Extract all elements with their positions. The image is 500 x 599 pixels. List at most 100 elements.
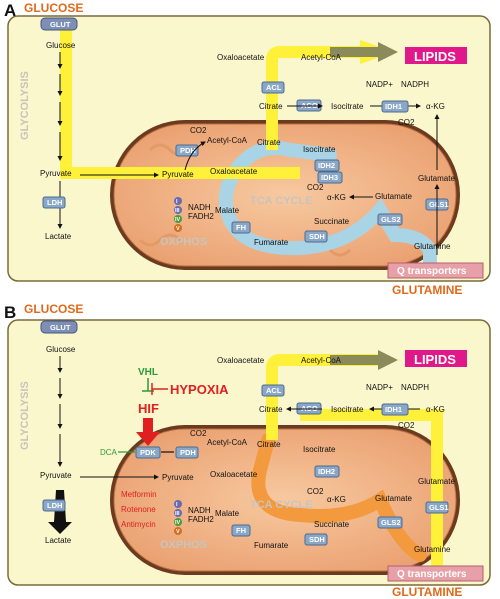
panel-letter: A [4,1,16,20]
reductive-flow [251,433,427,562]
sdh-label: SDH [309,535,325,544]
gls1-label: GLS1 [429,503,449,512]
oxaloacetate-cyto: Oxaloacetate [217,53,265,62]
complex-3 [174,509,182,517]
gls1-label: GLS1 [429,200,449,209]
idh1-label: IDH1 [385,405,402,414]
complex-1 [174,197,182,205]
idh2-label: IDH2 [318,467,335,476]
glutamine-mito: Glutamine [414,545,451,554]
pdh-label: PDH [180,146,196,155]
sdh-enzyme [304,533,328,546]
ldh-label: LDH [47,198,62,207]
acetyl-coa-mito: Acetyl-CoA [207,438,248,447]
hif-arrow [136,418,160,446]
acl-label: ACL [266,83,282,92]
glutamine-yellow-flow [300,409,443,570]
ldh-enzyme [42,196,66,209]
glutamine-ext: GLUTAMINE [392,283,462,297]
sdh-label: SDH [309,232,325,241]
isocitrate-cyto: Isocitrate [331,405,364,414]
glutamate-cyto: Glutamate [418,477,455,486]
glucose-label: GLUCOSE [24,302,83,316]
co2-idh2: CO2 [307,487,324,496]
isocitrate-cyto: Isocitrate [331,102,364,111]
fadh2: FADH2 [188,212,214,221]
pdk-label: PDK [140,448,156,457]
panel-b: B GLUCOSE GLUT Glucose GLYCOLYSIS Pyruva… [4,302,491,599]
metformin: Metformin [121,490,157,499]
q-transporters-label: Q transporters [397,569,467,580]
citrate-cyto: Citrate [259,102,283,111]
idh1-enzyme [381,100,409,113]
pdh-enzyme [175,446,199,459]
glutamate-mito: Glutamate [375,192,412,201]
hif: HIF [138,401,159,416]
glut-label: GLUT [50,20,71,29]
glutamate-mito: Glutamate [375,494,412,503]
rotenone: Rotenone [121,505,156,514]
lactate: Lactate [45,232,72,241]
glut-transporter [40,320,78,334]
oxaloacetate-cyto: Oxaloacetate [217,356,265,365]
pyruvate-cyto: Pyruvate [40,471,72,480]
complex-1 [174,500,182,508]
lipid-arrow-shaft [330,47,378,57]
pyruvate-mito: Pyruvate [162,473,194,482]
glucose-label: GLUCOSE [24,1,83,15]
glucose-inner: Glucose [46,41,76,50]
acl-label: ACL [266,386,282,395]
succinate: Succinate [314,217,350,226]
gls1-enzyme [425,501,449,514]
co2-idh1: CO2 [398,118,415,127]
malate: Malate [215,509,240,518]
glutamine-flow [218,140,437,277]
fh-label: FH [236,526,246,535]
complex-1-label: I [176,502,178,508]
nadph: NADPH [401,383,429,392]
mitochondrion [110,425,460,575]
glycolysis-label: GLYCOLYSIS [19,71,31,140]
co2-idh1: CO2 [398,421,415,430]
oxaloacetate-mito: Oxaloacetate [210,167,258,176]
lipids-label: LIPIDS [414,49,456,64]
isocitrate-mito: Isocitrate [303,445,336,454]
complex-3 [174,206,182,214]
co2-pdh: CO2 [190,126,207,135]
glutamine-ext: GLUTAMINE [392,585,462,599]
antimycin: Antimycin [121,520,156,529]
citrate-export-flow [266,46,378,150]
glut-label: GLUT [50,323,71,332]
akg-mito: α-KG [327,193,346,202]
lactate-big-arrow [48,490,72,534]
vhl: VHL [138,367,158,378]
idh1-enzyme [381,403,409,416]
idh1-label: IDH1 [385,102,402,111]
dca: DCA [100,448,118,457]
hypoxia: HYPOXIA [170,382,229,397]
co2-idh2: CO2 [307,183,324,192]
fh-enzyme [231,221,251,234]
fadh2: FADH2 [188,515,214,524]
idh2-enzyme [314,465,340,478]
panel-letter: B [4,303,16,322]
malate: Malate [215,206,240,215]
glycolysis-label: GLYCOLYSIS [19,381,31,450]
complex-1-label: I [176,199,178,205]
nadh: NADH [188,506,211,515]
complex-5 [174,224,182,232]
complex-4 [174,215,182,223]
tca-label: TCA CYCLE [250,499,313,511]
idh3-enzyme [317,171,343,184]
q-transporters-box [387,262,484,279]
co2-pdh: CO2 [190,429,207,438]
sdh-enzyme [304,230,328,243]
oxphos-label: OXPHOS [160,539,207,551]
fh-enzyme [231,524,251,537]
akg-mito: α-KG [327,495,346,504]
complex-3-label: III [175,208,180,214]
oxphos-label: OXPHOS [160,236,207,248]
gls2-enzyme [377,516,403,529]
acetyl-coa-mito: Acetyl-CoA [207,136,248,145]
akg-cyto: α-KG [426,102,445,111]
